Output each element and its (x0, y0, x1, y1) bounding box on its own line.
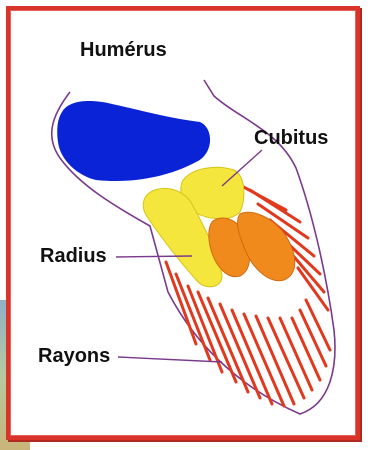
humerus-bone (57, 101, 210, 181)
label-humerus: Humérus (80, 40, 167, 60)
label-radius: Radius (40, 246, 107, 266)
label-cubitus: Cubitus (254, 128, 328, 148)
leader-radius (116, 256, 192, 257)
leader-rayons (118, 357, 222, 362)
label-rayons: Rayons (38, 346, 110, 366)
